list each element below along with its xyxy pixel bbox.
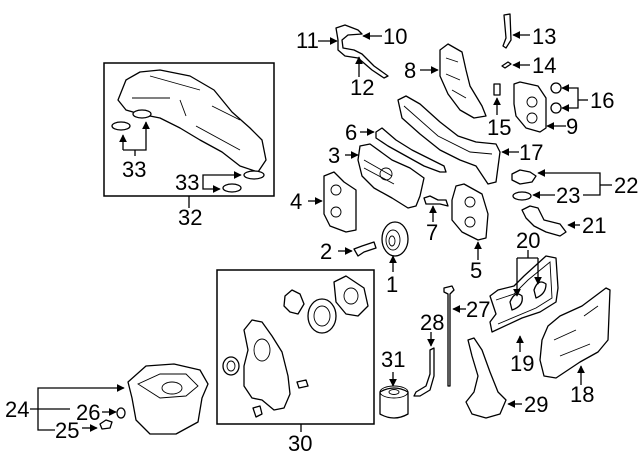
- callout-11: 11: [296, 28, 319, 53]
- oil-pickup-tube[interactable]: [465, 337, 507, 419]
- timing-cover-left[interactable]: [323, 171, 357, 233]
- outer-rotor[interactable]: [307, 298, 337, 334]
- pump-plug[interactable]: [252, 405, 263, 418]
- callout-33: 33: [122, 157, 146, 182]
- valve-cover-gasket-group: 17 6: [345, 95, 543, 185]
- oil-pan[interactable]: [127, 363, 209, 435]
- filler-seal[interactable]: [512, 191, 532, 201]
- inner-rotor[interactable]: [283, 289, 305, 315]
- callout-9: 9: [566, 114, 578, 139]
- callout-25: 25: [55, 418, 79, 443]
- drain-plug[interactable]: [99, 419, 113, 430]
- callout-26: 26: [76, 400, 100, 425]
- plug[interactable]: [493, 83, 501, 96]
- callout-22: 22: [614, 173, 638, 198]
- callout-5: 5: [470, 258, 482, 283]
- callout-30: 30: [288, 431, 312, 456]
- callout-23: 23: [556, 183, 580, 208]
- dipstick-group: 27 28 29 31: [379, 285, 548, 419]
- callout-27: 27: [466, 297, 490, 322]
- timing-cover-center[interactable]: [357, 143, 425, 209]
- manifold-gasket: [243, 170, 265, 180]
- oil-pan-group: 24 26 25: [5, 363, 209, 443]
- o-ring[interactable]: [550, 82, 562, 94]
- gasket-group: 10 11 12: [296, 24, 407, 100]
- callout-31: 31: [381, 347, 405, 372]
- oil-pump-inset-box: [216, 269, 375, 425]
- oil-filler-group: 22 23 21: [511, 169, 638, 238]
- callout-32: 32: [178, 205, 202, 230]
- callout-20: 20: [516, 228, 540, 253]
- callout-1: 1: [386, 272, 398, 297]
- oil-separator-cover[interactable]: [489, 255, 559, 333]
- valve-cover-gasket[interactable]: [397, 95, 501, 185]
- rear-cover-group: 8: [404, 43, 487, 119]
- callout-33: 33: [175, 170, 199, 195]
- bracket[interactable]: [423, 195, 449, 207]
- oil-pump-housing[interactable]: [243, 319, 291, 411]
- oil-seal[interactable]: [222, 356, 240, 376]
- callout-17: 17: [519, 140, 543, 165]
- rear-cover-plate[interactable]: [439, 43, 487, 119]
- intake-manifold[interactable]: [117, 69, 267, 173]
- manifold-gasket: [111, 121, 131, 131]
- callout-8: 8: [404, 58, 416, 83]
- upper-right-group: 13 14 15 9 16: [487, 13, 614, 140]
- o-ring[interactable]: [550, 102, 562, 114]
- callout-18: 18: [570, 382, 594, 407]
- callout-14: 14: [532, 53, 556, 78]
- timing-cover-group: 3 4 5 7 1 2: [290, 143, 489, 297]
- seal-strip[interactable]: [502, 13, 512, 49]
- drain-washer[interactable]: [116, 407, 126, 419]
- manifold-gasket: [132, 109, 152, 119]
- pump-cover[interactable]: [333, 275, 369, 317]
- callout-2: 2: [320, 239, 332, 264]
- cover-seal[interactable]: [375, 127, 447, 173]
- callout-29: 29: [524, 392, 548, 417]
- relief-valve[interactable]: [296, 379, 309, 389]
- callout-12: 12: [350, 75, 374, 100]
- dipstick[interactable]: [443, 285, 455, 387]
- callout-7: 7: [426, 220, 438, 245]
- oil-pump-group: 30: [216, 269, 375, 456]
- callout-19: 19: [510, 351, 534, 376]
- filler-cap[interactable]: [511, 169, 537, 185]
- dipstick-tube[interactable]: [413, 347, 435, 397]
- callout-3: 3: [328, 143, 340, 168]
- clip[interactable]: [501, 61, 512, 69]
- oil-baffle-plate[interactable]: [539, 287, 611, 379]
- callout-21: 21: [582, 213, 606, 238]
- callout-6: 6: [345, 120, 357, 145]
- oil-filler-tube[interactable]: [521, 205, 567, 237]
- callout-28: 28: [420, 310, 444, 335]
- callout-16: 16: [590, 88, 614, 113]
- intake-manifold-group: 33 33 32: [103, 62, 275, 230]
- bolt[interactable]: [353, 241, 377, 257]
- timing-cover-right[interactable]: [451, 183, 489, 241]
- callout-4: 4: [290, 189, 302, 214]
- oil-filter[interactable]: [379, 387, 409, 419]
- callout-10: 10: [383, 24, 407, 49]
- oil-separator-group: 20 19 18: [489, 228, 611, 407]
- callout-24: 24: [5, 397, 29, 422]
- gasket[interactable]: [335, 24, 389, 79]
- callout-13: 13: [532, 24, 556, 49]
- callout-15: 15: [487, 115, 511, 140]
- manifold-gasket: [222, 183, 242, 193]
